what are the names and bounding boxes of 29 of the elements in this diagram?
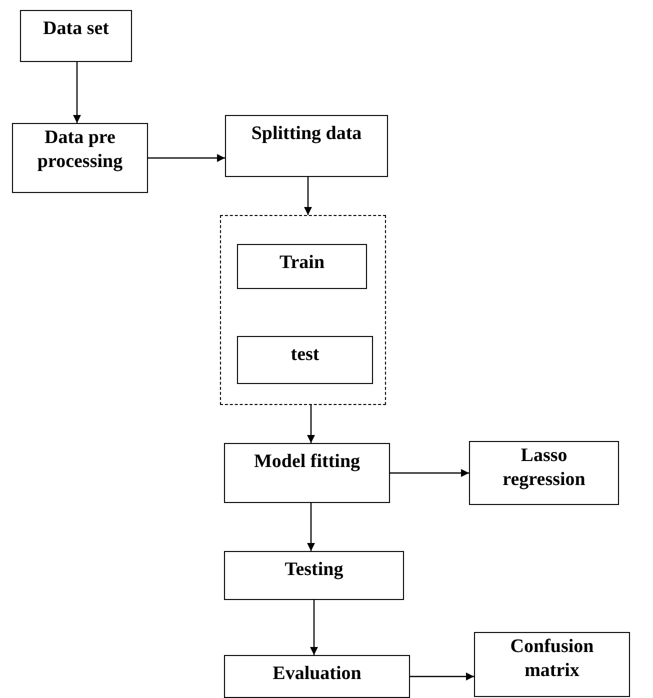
process-box [224, 443, 390, 503]
process-box [237, 244, 367, 289]
process-box [469, 441, 619, 505]
process-box [12, 123, 148, 193]
arrow [304, 177, 312, 215]
node-label: Evaluation [272, 662, 362, 686]
node-label: Testing [284, 558, 344, 582]
arrow [148, 154, 225, 162]
arrow [390, 469, 469, 477]
arrow [307, 405, 315, 443]
node-label: Splitting data [251, 122, 362, 146]
process-box [224, 551, 404, 600]
node-label: Train [279, 251, 325, 275]
dashed-group-box [220, 215, 386, 405]
node-label: Data pre processing [36, 126, 124, 174]
node-label: Data set [43, 17, 109, 41]
process-box [225, 115, 388, 177]
process-box [224, 655, 410, 698]
process-box [237, 336, 373, 384]
arrow [410, 672, 474, 680]
arrow [73, 62, 81, 123]
arrow [310, 600, 318, 655]
process-box [20, 10, 132, 62]
node-label: Lasso regression [502, 444, 586, 492]
process-box [474, 632, 630, 697]
node-label: test [290, 343, 320, 367]
arrow [307, 503, 315, 551]
node-label: Model fitting [254, 450, 360, 474]
node-label: Confusion matrix [509, 635, 595, 683]
